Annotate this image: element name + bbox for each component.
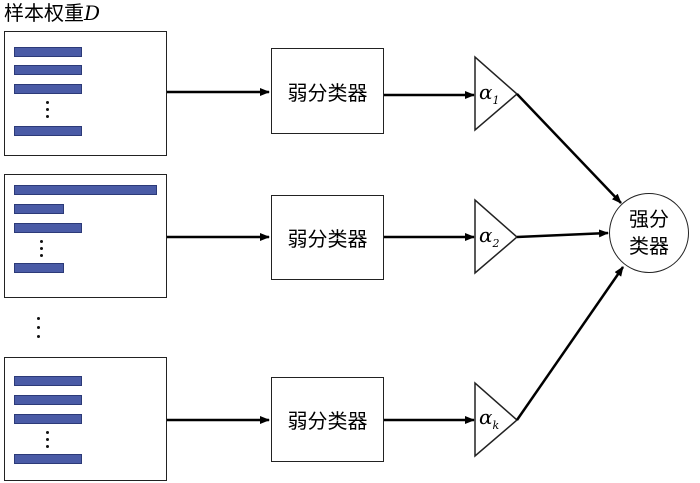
weight-bar [14, 263, 64, 273]
alpha-subscript: 2 [492, 237, 500, 250]
weight-bar [14, 185, 157, 195]
weight-bar [14, 204, 64, 214]
vertical-ellipsis-icon [40, 240, 44, 261]
weight-bar [14, 84, 82, 94]
weight-bar [14, 376, 82, 386]
sample-weight-box-2 [4, 174, 167, 298]
arrow-alpha1-to-strong [516, 93, 622, 204]
arrow-alphak-to-strong [515, 266, 625, 421]
alpha-symbol: α [479, 80, 493, 104]
title-variable: D [84, 1, 101, 25]
alpha1-label: α1 [479, 80, 500, 107]
sample-weight-box-3 [4, 357, 167, 481]
sample-weight-title: 样本权重D [4, 0, 100, 26]
arrow-alpha2-to-strong [516, 229, 609, 239]
alphak-triangle [474, 381, 519, 458]
alpha-subscript: 1 [492, 94, 500, 107]
weight-bar [14, 47, 82, 57]
sample-weight-box-1 [4, 31, 167, 156]
strong-classifier-line2: 类器 [629, 234, 669, 258]
alpha1-triangle [474, 55, 519, 132]
weight-bar [14, 454, 82, 464]
strong-classifier: 强分 类器 [609, 193, 689, 273]
alpha-subscript: k [492, 419, 500, 432]
alpha2-triangle [474, 198, 519, 275]
strong-classifier-line1: 强分 [629, 207, 669, 231]
weak-classifier-1: 弱分类器 [271, 48, 384, 134]
vertical-ellipsis-icon [46, 431, 50, 452]
weight-bar [14, 414, 82, 424]
alpha-symbol: α [479, 405, 493, 429]
vertical-ellipsis-icon [37, 317, 41, 342]
weight-bar [14, 223, 82, 233]
alphak-label: αk [479, 405, 499, 432]
weight-bar [14, 395, 82, 405]
weak-classifier-3: 弱分类器 [271, 377, 384, 462]
weight-bar [14, 65, 82, 75]
weight-bar [14, 126, 82, 136]
vertical-ellipsis-icon [46, 101, 50, 122]
weak-classifier-2: 弱分类器 [271, 195, 384, 280]
alpha2-label: α2 [479, 223, 500, 250]
title-text: 样本权重 [4, 1, 84, 25]
alpha-symbol: α [479, 223, 493, 247]
